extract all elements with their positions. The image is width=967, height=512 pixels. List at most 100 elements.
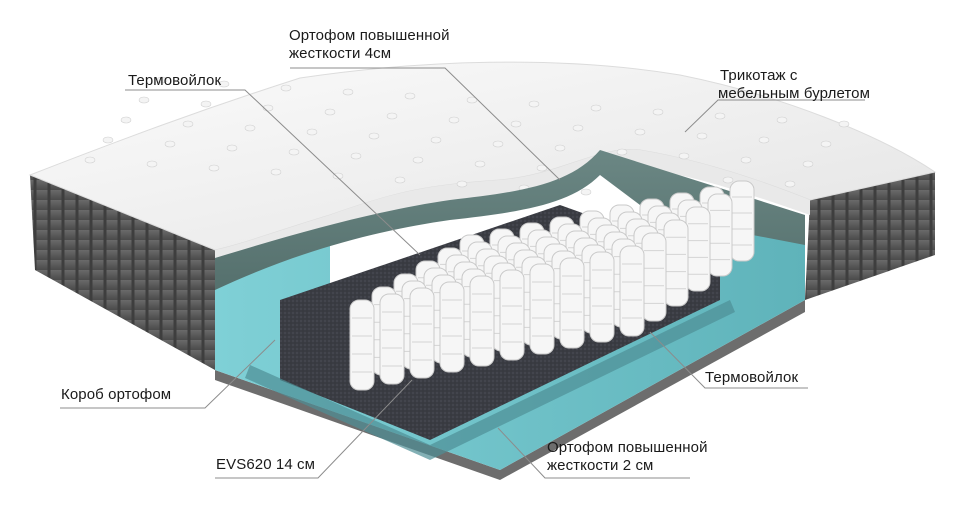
right-side-fabric: [805, 172, 935, 300]
quilt-tuft: [784, 180, 796, 188]
quilt-tuft: [120, 116, 132, 124]
spring-pocket: [729, 180, 755, 262]
quilt-tuft: [820, 140, 832, 148]
quilt-tuft: [678, 152, 690, 160]
leader-lines: [60, 67, 865, 479]
spring-pocket: [379, 293, 405, 385]
left-side-fabric: [30, 175, 215, 370]
label-box: Короб ортофом: [61, 386, 171, 404]
label-top-foam-line1: Ортофом повышенной: [289, 27, 450, 44]
quilt-tuft: [580, 188, 592, 196]
quilt-tuft: [492, 140, 504, 148]
quilt-tuft: [412, 156, 424, 164]
quilt-tuft: [448, 116, 460, 124]
quilt-tuft: [306, 128, 318, 136]
leader-box: [60, 339, 276, 409]
quilt-tuft: [776, 116, 788, 124]
leader-bottom-foam: [497, 427, 690, 479]
quilt-tuft: [84, 156, 96, 164]
quilt-tuft: [342, 88, 354, 96]
quilt-tuft: [280, 84, 292, 92]
leader-springs: [215, 379, 413, 479]
label-springs-text: EVS620 14 см: [216, 456, 316, 473]
quilt-tuft: [616, 148, 628, 156]
quilt-tuft: [368, 132, 380, 140]
quilt-tufts: [84, 76, 850, 196]
spring-pocket: [589, 251, 615, 343]
quilt-tuft: [270, 168, 282, 176]
bottom-foam-lip: [245, 300, 735, 460]
quilt-tuft: [156, 76, 168, 84]
spring-pocket: [707, 193, 733, 277]
label-top-foam-line2: жесткости 4см: [289, 45, 392, 62]
quilt-tuft: [332, 172, 344, 180]
spring-pocket: [619, 245, 645, 337]
quilt-tuft: [838, 120, 850, 128]
quilt-tuft: [510, 120, 522, 128]
quilt-tuft: [474, 160, 486, 168]
spring-pocket: [663, 219, 689, 307]
label-knit-line2: мебельным бурлетом: [718, 85, 871, 102]
spring-pocket: [685, 206, 711, 292]
quilt-tuft: [288, 148, 300, 156]
quilt-tuft: [456, 180, 468, 188]
label-bottom-felt-text: Термовойлок: [705, 369, 799, 386]
quilt-tuft: [466, 96, 478, 104]
quilt-tuft: [758, 136, 770, 144]
pocket-springs: [349, 180, 755, 391]
leader-bottom-felt: [649, 331, 808, 389]
quilt-tuft: [386, 112, 398, 120]
spring-pocket: [559, 257, 585, 349]
leader-top-foam: [290, 67, 561, 181]
quilt-tuft: [740, 156, 752, 164]
label-top-felt: Термовойлок: [128, 72, 221, 90]
quilt-tuft: [722, 176, 734, 184]
spring-pocket: [469, 275, 495, 367]
quilt-tuft: [528, 100, 540, 108]
quilt-tuft: [572, 124, 584, 132]
quilt-tuft: [404, 92, 416, 100]
label-box-text: Короб ортофом: [61, 386, 172, 403]
quilt-tuft: [634, 128, 646, 136]
quilt-tuft: [714, 112, 726, 120]
quilt-tuft: [802, 160, 814, 168]
quilt-tuft: [324, 108, 336, 116]
quilt-tuft: [146, 160, 158, 168]
quilt-tuft: [226, 144, 238, 152]
leader-knit: [684, 99, 865, 133]
label-top-felt-text: Термовойлок: [128, 72, 222, 89]
quilt-tuft: [430, 136, 442, 144]
spring-pocket: [529, 263, 555, 355]
label-springs: EVS620 14 см: [216, 456, 315, 474]
label-knit-line1: Трикотаж с: [720, 67, 798, 84]
quilt-tuft: [590, 104, 602, 112]
label-bottom-foam-line1: Ортофом повышенной: [547, 439, 708, 456]
quilt-tuft: [696, 132, 708, 140]
leader-top-felt: [125, 89, 421, 256]
quilt-tuft: [102, 136, 114, 144]
spring-pocket: [439, 281, 465, 373]
quilt-tuft: [200, 100, 212, 108]
quilt-tuft: [138, 96, 150, 104]
quilt-tuft: [652, 108, 664, 116]
quilt-tuft: [394, 176, 406, 184]
spring-pocket: [641, 232, 667, 322]
label-knit: Трикотаж с мебельным бурлетом: [718, 67, 870, 103]
quilt-tuft: [350, 152, 362, 160]
spring-pocket: [409, 287, 435, 379]
label-bottom-felt: Термовойлок: [705, 369, 798, 387]
label-top-foam: Ортофом повышенной жесткости 4см: [289, 27, 450, 63]
quilt-tuft: [554, 144, 566, 152]
quilt-tuft: [218, 80, 230, 88]
quilt-tuft: [164, 140, 176, 148]
spring-pocket: [349, 299, 375, 391]
quilt-tuft: [182, 120, 194, 128]
quilt-tuft: [244, 124, 256, 132]
label-bottom-foam: Ортофом повышенной жесткости 2 см: [547, 439, 708, 475]
top-foam-layer: [215, 150, 805, 290]
label-bottom-foam-line2: жесткости 2 см: [547, 457, 654, 474]
quilt-tuft: [208, 164, 220, 172]
spring-pocket: [499, 269, 525, 361]
